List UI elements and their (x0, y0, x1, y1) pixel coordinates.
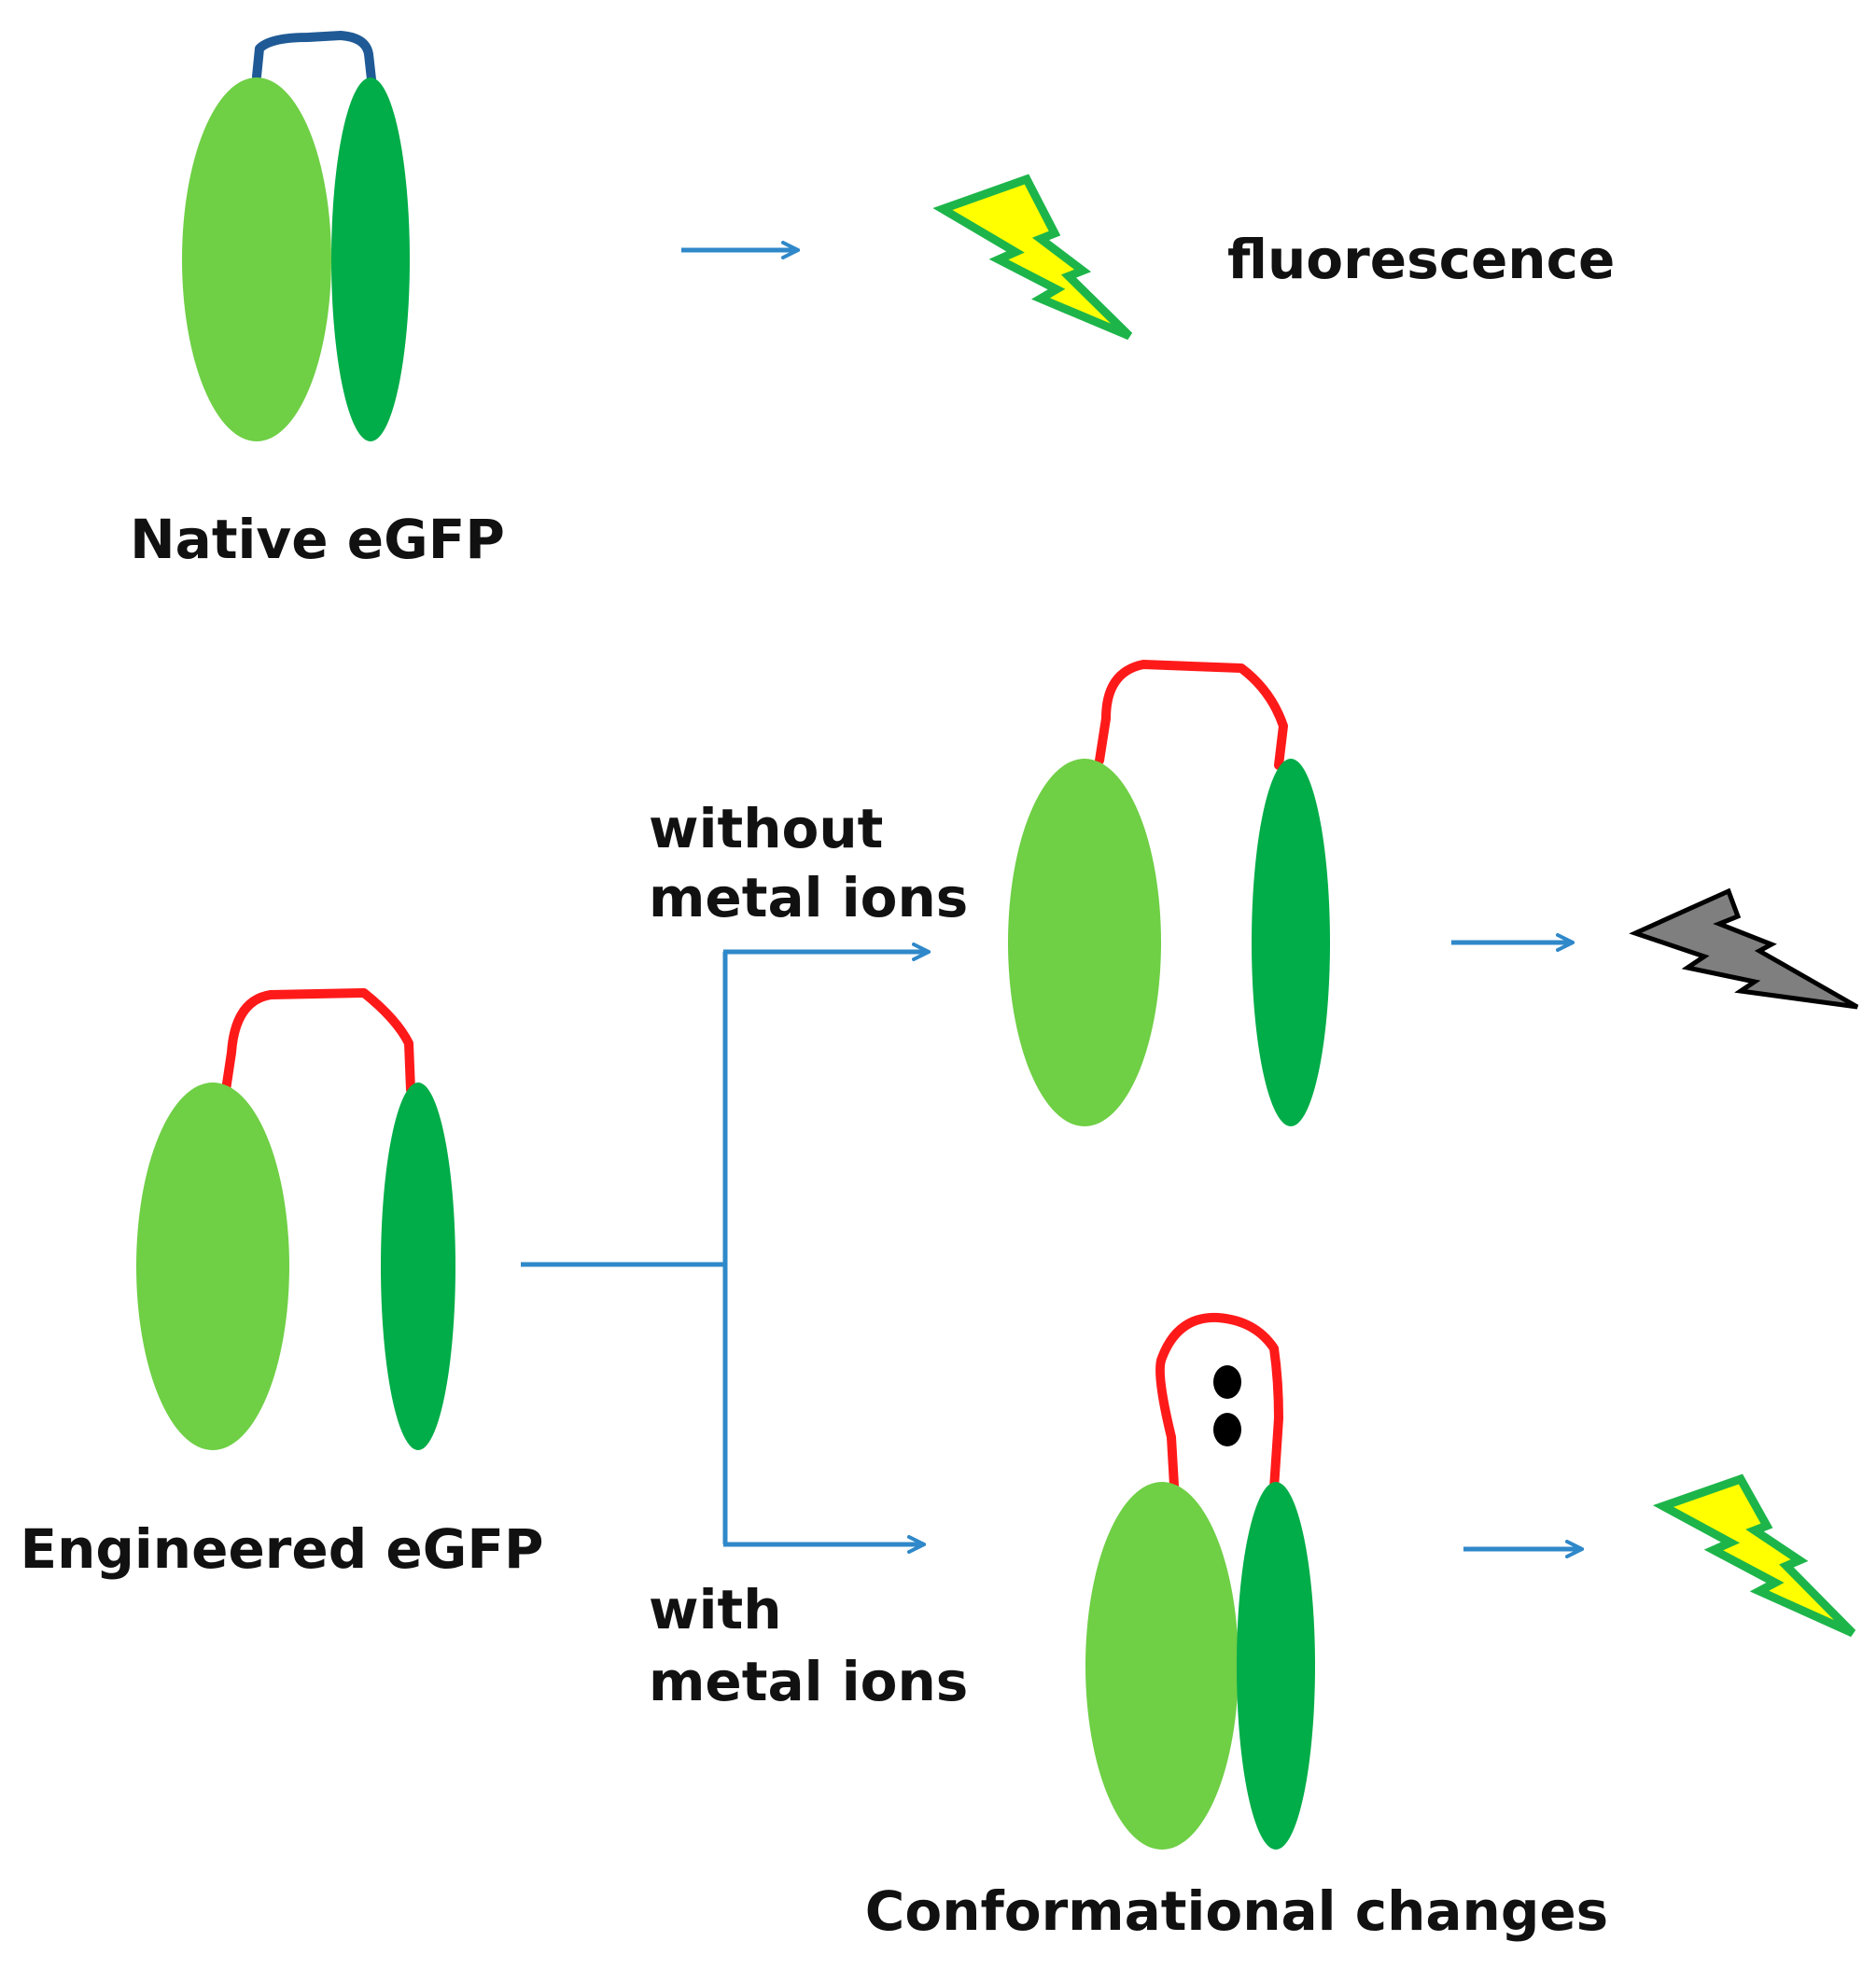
closed-state-egfp: Conformational changes (865, 1312, 1608, 1943)
fluorescence-bolt-icon (932, 174, 1133, 341)
open-state-egfp (1008, 660, 1330, 1126)
conformational-changes-label: Conformational changes (865, 1879, 1608, 1943)
with-label-line1: with (649, 1578, 781, 1641)
engineered-dark-green-domain (381, 1082, 455, 1450)
open-state-linker (1095, 660, 1288, 770)
engineered-linker (221, 988, 415, 1095)
open-state-light-green-domain (1008, 759, 1161, 1126)
native-dark-green-domain (331, 77, 410, 441)
with-label-line2: metal ions (649, 1650, 968, 1713)
engineered-light-green-domain (136, 1082, 289, 1450)
fluorescence-label: fluorescence (1227, 228, 1615, 291)
closed-state-light-green-domain (1085, 1482, 1239, 1850)
native-egfp-label: Native eGFP (130, 508, 505, 571)
metal-ion-2 (1213, 1413, 1241, 1446)
engineered-egfp-label: Engineered eGFP (21, 1517, 544, 1581)
restored-fluorescence-bolt-icon (1652, 1473, 1856, 1638)
no-fluorescence-bolt-icon (1629, 887, 1859, 1010)
without-label-line1: without (649, 797, 883, 860)
engineered-egfp-group: Engineered eGFP (21, 988, 544, 1581)
native-linker (252, 31, 376, 84)
without-label-line2: metal ions (649, 866, 968, 929)
closed-state-linker (1155, 1312, 1283, 1493)
open-state-dark-green-domain (1252, 759, 1330, 1126)
closed-state-dark-green-domain (1237, 1482, 1315, 1850)
native-egfp-group: Native eGFP (130, 31, 505, 571)
metal-ion-1 (1213, 1365, 1241, 1399)
native-light-green-domain (182, 77, 331, 441)
branch-connector (521, 952, 929, 1544)
